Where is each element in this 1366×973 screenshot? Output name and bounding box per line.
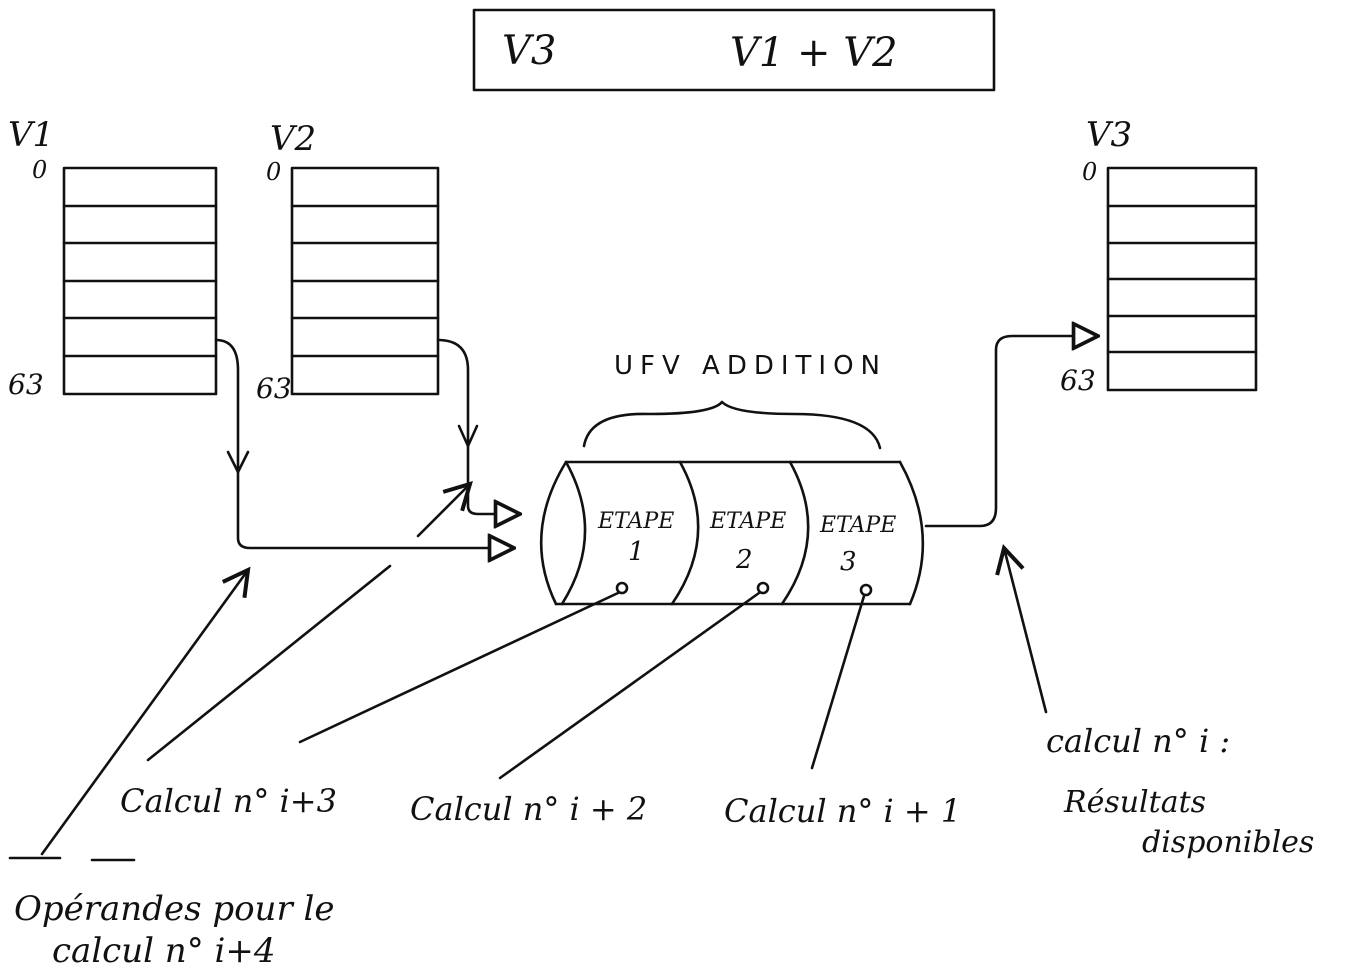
register-v3-first-index: 0	[1082, 158, 1097, 186]
annotation-calcul-i4: calcul n° i+4	[52, 931, 276, 971]
annotation-pointers	[8, 484, 1048, 862]
annotation-calcul-i2: Calcul n° i + 2	[410, 790, 647, 828]
annotation-operandes: Opérandes pour le	[14, 889, 335, 929]
register-v2-name: V2	[270, 119, 316, 159]
title-operation: V1 + V2	[730, 30, 898, 76]
ufv-brace	[582, 400, 882, 450]
stage-3-number: 3	[840, 547, 857, 577]
register-v2-last-index: 63	[256, 372, 292, 405]
annotation-calcul-i: calcul n° i :	[1046, 722, 1230, 760]
stage-1-number: 1	[628, 537, 645, 567]
annotation-calcul-i1: Calcul n° i + 1	[724, 792, 961, 830]
stage-2-label: ETAPE	[709, 509, 786, 534]
annotation-calcul-i3: Calcul n° i+3	[120, 782, 337, 820]
register-v2-first-index: 0	[266, 158, 281, 186]
annotation-resultats: Résultats	[1063, 785, 1206, 820]
register-v1-first-index: 0	[32, 156, 47, 184]
register-v1-last-index: 63	[8, 368, 44, 401]
stage-1-label: ETAPE	[597, 509, 674, 534]
register-v3-name: V3	[1086, 115, 1132, 155]
stage-2-number: 2	[735, 545, 753, 575]
output-flow-arrow	[924, 336, 1096, 528]
stage-3-label: ETAPE	[819, 513, 896, 538]
title-result: V3	[502, 28, 556, 74]
register-v1-name: V1	[8, 115, 54, 155]
annotation-disponibles: disponibles	[1142, 825, 1314, 860]
ufv-addition-unit: UFV ADDITION ETAPE 1 ETAPE 2 ETAPE 3	[539, 351, 925, 606]
register-v3-last-index: 63	[1060, 364, 1096, 397]
register-v1: V1 0 63	[8, 115, 218, 401]
register-v3: V3 0 63	[1060, 115, 1258, 397]
register-v2: V2 0 63	[256, 119, 440, 405]
title-box: V3 V1 + V2	[472, 8, 996, 92]
ufv-label: UFV ADDITION	[614, 351, 887, 381]
